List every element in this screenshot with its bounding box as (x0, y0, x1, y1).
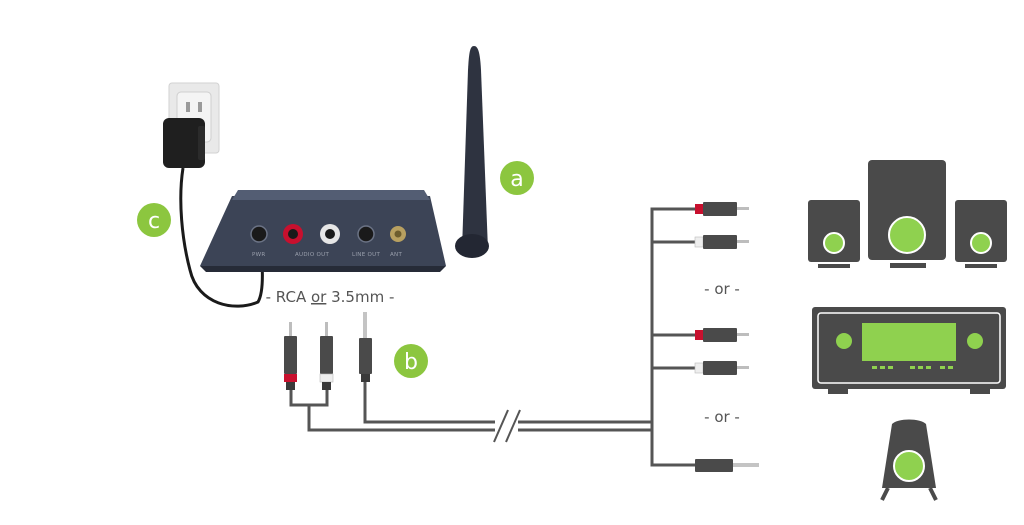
port-label-audio-out: AUDIO OUT (295, 252, 329, 258)
power-adapter (163, 118, 205, 168)
caption-or: or (311, 288, 327, 306)
power-cable (179, 167, 264, 308)
dest-plug-rca-red-1 (695, 202, 749, 216)
badge-a: a (500, 161, 534, 195)
audio-cable (289, 207, 695, 467)
port-label-ant: ANT (390, 252, 402, 258)
port-label-line-out: LINE OUT (352, 252, 380, 258)
source-plug-3-5mm (359, 312, 372, 382)
av-receiver-icon (812, 307, 1006, 394)
speaker-set-icon (808, 160, 1007, 268)
dest-plug-rca-white-2 (694, 361, 749, 375)
caption-suffix: 3.5mm - (326, 288, 394, 306)
dest-plug-rca-red-2 (695, 328, 749, 342)
power-jack (250, 225, 268, 243)
dest-plug-rca-white-1 (694, 235, 749, 249)
badge-c-label: c (148, 209, 160, 234)
dest-plug-3-5mm (695, 459, 759, 472)
source-plug-rca-red (284, 322, 297, 390)
badge-c: c (137, 203, 171, 237)
cable-break-mark (493, 409, 521, 443)
caption-prefix: - RCA (266, 288, 311, 306)
antenna (455, 46, 489, 258)
port-label-power: PWR (252, 252, 265, 258)
transmitter-device: PWR AUDIO OUT LINE OUT ANT (200, 190, 446, 272)
cable-type-caption: - RCA or 3.5mm - (266, 288, 395, 306)
or-separator-1: - or - (704, 280, 740, 298)
line-out-jack (357, 225, 375, 243)
badge-b-label: b (404, 350, 418, 375)
or-separator-2: - or - (704, 408, 740, 426)
powered-speaker-icon (880, 419, 938, 501)
source-plug-rca-white (319, 322, 334, 390)
badge-a-label: a (510, 167, 523, 192)
badge-b: b (394, 344, 428, 378)
